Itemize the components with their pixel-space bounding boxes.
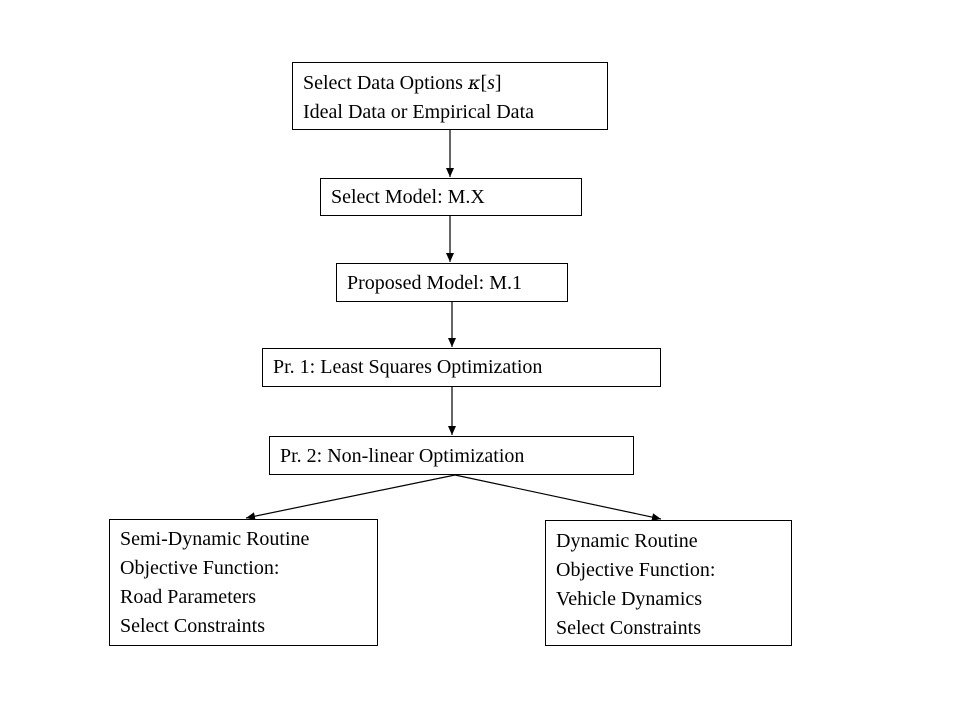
- data-options-label: Select Data Options: [303, 72, 468, 94]
- s-variable: s: [487, 72, 495, 94]
- dynamic-line: Select Constraints: [556, 617, 701, 639]
- data-options-box: Select Data Options κ[s] Ideal Data or E…: [292, 62, 608, 130]
- dynamic-line: Dynamic Routine: [556, 530, 698, 552]
- math-close-bracket: ]: [494, 72, 502, 94]
- proposed-model-box: Proposed Model: M.1: [336, 263, 568, 302]
- data-options-title: Select Data Options κ[s]: [303, 69, 597, 98]
- select-model-label: Select Model: M.X: [331, 186, 485, 208]
- arrow-pr2-to-semi-dynamic: [245, 474, 456, 521]
- nonlinear-optimization-label: Pr. 2: Non-linear Optimization: [280, 445, 525, 467]
- dynamic-routine-box: Dynamic Routine Objective Function: Vehi…: [545, 520, 792, 646]
- least-squares-box: Pr. 1: Least Squares Optimization: [262, 348, 661, 387]
- semi-dynamic-line: Road Parameters: [120, 586, 257, 608]
- arrow-pr2-to-dynamic: [454, 474, 662, 522]
- data-options-subtitle: Ideal Data or Empirical Data: [303, 101, 534, 123]
- semi-dynamic-line: Select Constraints: [120, 615, 265, 637]
- math-open-bracket: [: [480, 72, 488, 94]
- dynamic-line: Objective Function:: [556, 559, 716, 581]
- select-model-box: Select Model: M.X: [320, 178, 582, 216]
- dynamic-line: Vehicle Dynamics: [556, 588, 703, 610]
- kappa-symbol: κ: [467, 72, 481, 94]
- semi-dynamic-routine-box: Semi-Dynamic Routine Objective Function:…: [109, 519, 378, 646]
- proposed-model-label: Proposed Model: M.1: [347, 272, 522, 294]
- nonlinear-optimization-box: Pr. 2: Non-linear Optimization: [269, 436, 634, 475]
- least-squares-label: Pr. 1: Least Squares Optimization: [273, 356, 543, 378]
- semi-dynamic-line: Objective Function:: [120, 557, 280, 579]
- semi-dynamic-line: Semi-Dynamic Routine: [120, 528, 310, 550]
